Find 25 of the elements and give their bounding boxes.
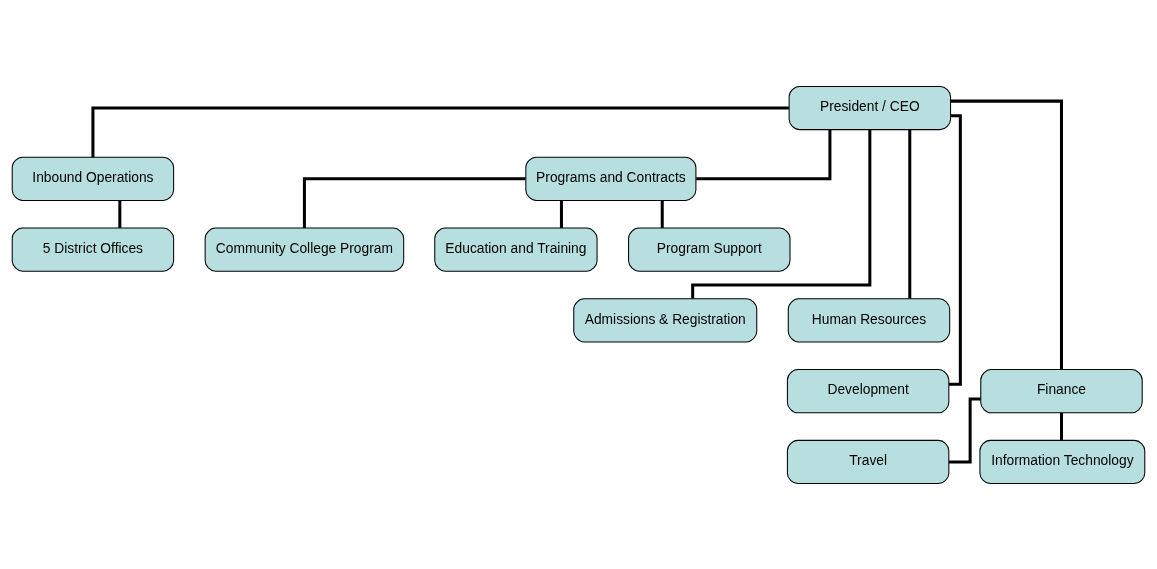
node-box: Travel: [786, 439, 950, 484]
connector: [660, 199, 664, 228]
node-box: Inbound Operations: [11, 156, 175, 201]
node-box: Information Technology: [979, 439, 1146, 484]
node-box: Education and Training: [434, 227, 598, 272]
connector: [1060, 412, 1063, 440]
node-box: 5 District Offices: [11, 227, 175, 272]
node-box: Admissions & Registration: [573, 297, 758, 342]
connector: [696, 129, 832, 180]
node-box: Finance: [980, 368, 1143, 413]
connector: [908, 129, 912, 299]
node-box: Programs and Contracts: [525, 156, 697, 201]
node-box: Human Resources: [787, 297, 951, 342]
node-box: Development: [786, 368, 950, 413]
node-box: Program Support: [628, 227, 791, 272]
connector: [91, 106, 789, 157]
node-box: Community College Program: [204, 227, 405, 272]
connector: [950, 99, 1063, 369]
connector: [559, 199, 563, 228]
connector: [949, 396, 981, 463]
connector: [949, 113, 962, 386]
connector: [302, 176, 526, 228]
connector: [118, 199, 122, 228]
node-box: President / CEO: [788, 85, 952, 130]
connector: [691, 129, 872, 299]
